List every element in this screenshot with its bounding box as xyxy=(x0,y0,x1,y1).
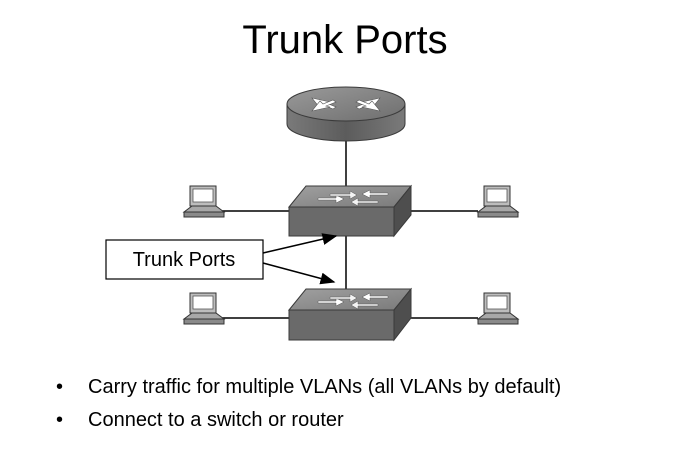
bullet-item: • Carry traffic for multiple VLANs (all … xyxy=(56,375,561,399)
network-links xyxy=(220,138,478,319)
router-icon xyxy=(286,86,406,142)
callout-arrow-upper xyxy=(262,233,338,254)
bullet-text: Connect to a switch or router xyxy=(88,409,344,431)
bullet-marker: • xyxy=(56,376,64,398)
slide-title: Trunk Ports xyxy=(242,18,448,62)
network-diagram: Trunk Ports xyxy=(105,86,520,342)
switch-icon xyxy=(287,287,413,342)
computer-icon xyxy=(182,185,226,218)
callout-label: Trunk Ports xyxy=(133,249,236,271)
trunk-ports-callout: Trunk Ports xyxy=(105,233,338,285)
callout-arrow-lower xyxy=(262,262,336,285)
bullet-marker: • xyxy=(56,409,64,431)
computer-icon xyxy=(182,292,226,325)
callout-box xyxy=(105,239,264,280)
computer-icon xyxy=(476,185,520,218)
bullet-list: • Carry traffic for multiple VLANs (all … xyxy=(56,375,561,441)
bullet-item: • Connect to a switch or router xyxy=(56,408,561,432)
bullet-text: Carry traffic for multiple VLANs (all VL… xyxy=(88,376,562,398)
switch-icon xyxy=(287,184,413,238)
computer-icon xyxy=(476,292,520,325)
